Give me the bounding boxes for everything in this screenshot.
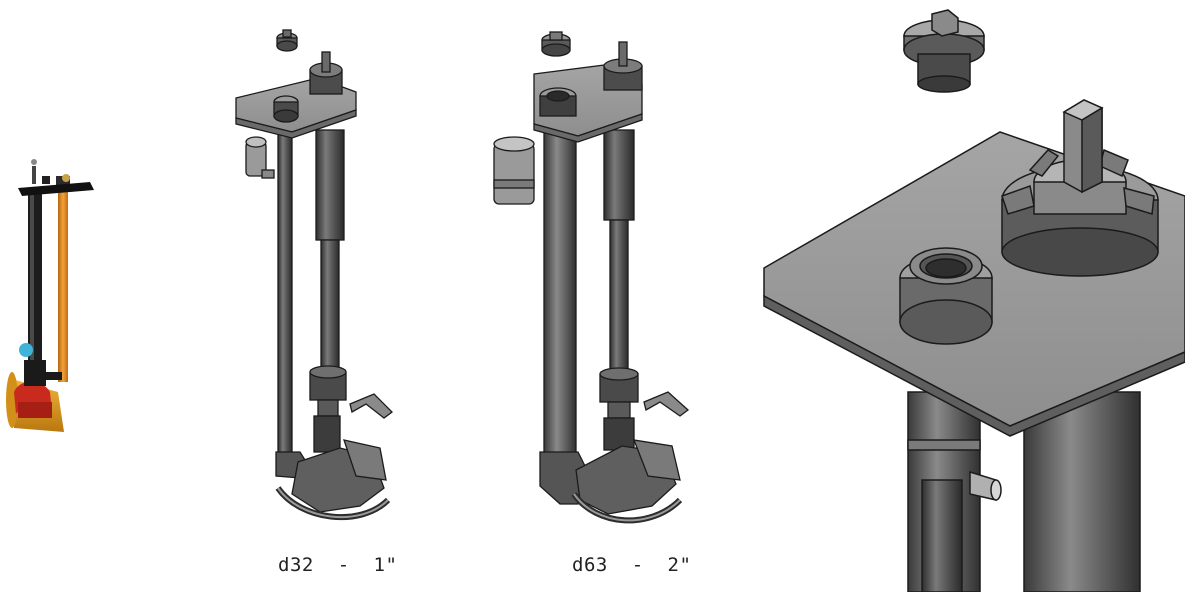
assembly-detail [763, 9, 1185, 593]
assembly-d63 [493, 31, 690, 524]
caption-d32: d32 - 1" [278, 554, 398, 576]
caption-d63: d63 - 2" [572, 554, 692, 576]
assembly-d32 [235, 29, 393, 521]
product-photo [6, 159, 94, 432]
